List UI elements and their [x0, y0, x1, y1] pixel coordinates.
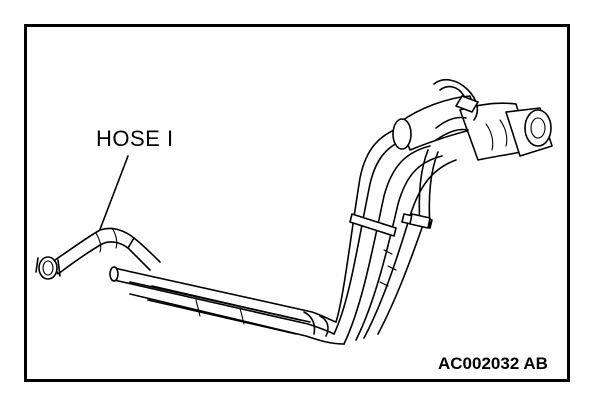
leader-line	[98, 155, 129, 233]
lower-pipe-bundle	[109, 266, 345, 345]
hose-i-label: HOSE I	[96, 126, 174, 151]
filler-cap	[524, 109, 552, 147]
hose-clamp	[38, 256, 58, 280]
filler-neck	[392, 95, 553, 161]
pipe-clips	[379, 249, 397, 287]
hose-i	[35, 227, 135, 280]
breather-hoses	[409, 78, 479, 229]
pipe-strap	[349, 213, 397, 237]
figure-id: AC002032 AB	[438, 354, 548, 373]
figure-frame	[24, 24, 570, 382]
